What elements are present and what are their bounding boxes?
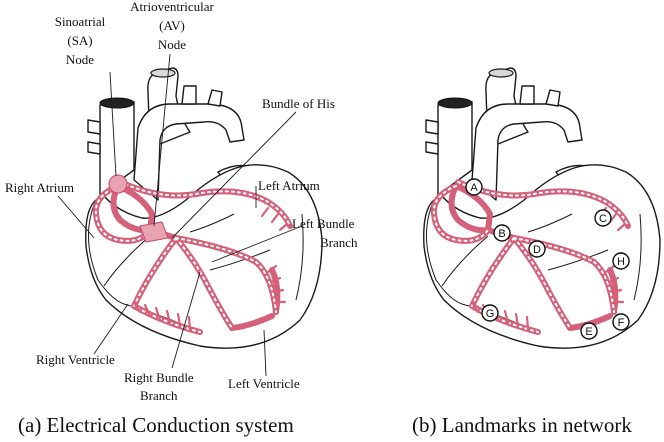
label-av-node-line2: (AV) [159,18,185,33]
landmark-c-label: C [599,213,607,225]
label-right-ventricle: Right Ventricle [36,352,115,367]
label-bundle-of-his: Bundle of His [262,96,335,111]
label-left-bundle-branch-line1: Left Bundle [292,216,355,231]
heart-illustration-b [424,68,660,348]
sa-node-marker [109,175,127,193]
label-av-node-line1: Atrioventricular [130,0,214,14]
landmark-f-label: F [618,317,625,329]
label-right-atrium: Right Atrium [5,180,74,195]
landmark-e: E [581,323,597,339]
label-av-node-line3: Node [158,37,186,52]
landmark-f: F [613,314,629,330]
landmark-d: D [529,241,545,257]
label-right-bundle-branch-line1: Right Bundle [124,370,194,385]
caption-b: (b) Landmarks in network [412,413,632,437]
landmark-h-label: H [617,256,625,268]
panel-b: A B C D E F G H (b) Landmark [412,68,660,437]
label-left-ventricle: Left Ventricle [228,376,300,391]
landmark-h: H [613,253,629,269]
landmark-d-label: D [533,244,541,256]
label-left-bundle-branch-line2: Branch [320,235,358,250]
label-right-bundle-branch-line2: Branch [140,388,178,403]
label-left-atrium: Left Atrium [258,178,320,193]
landmark-a: A [466,179,482,195]
landmark-b: B [494,225,510,241]
landmark-b-label: B [498,228,505,240]
landmark-g-label: G [486,308,495,320]
landmark-a-label: A [470,182,478,194]
label-sa-node-line1: Sinoatrial [55,14,106,29]
label-sa-node-line2: (SA) [67,33,92,48]
panel-a: Sinoatrial (SA) Node Atrioventricular (A… [5,0,358,437]
landmark-e-label: E [585,326,592,338]
landmark-g: G [482,305,498,321]
landmark-c: C [595,210,611,226]
caption-a: (a) Electrical Conduction system [18,413,294,437]
label-sa-node-line3: Node [66,52,94,67]
